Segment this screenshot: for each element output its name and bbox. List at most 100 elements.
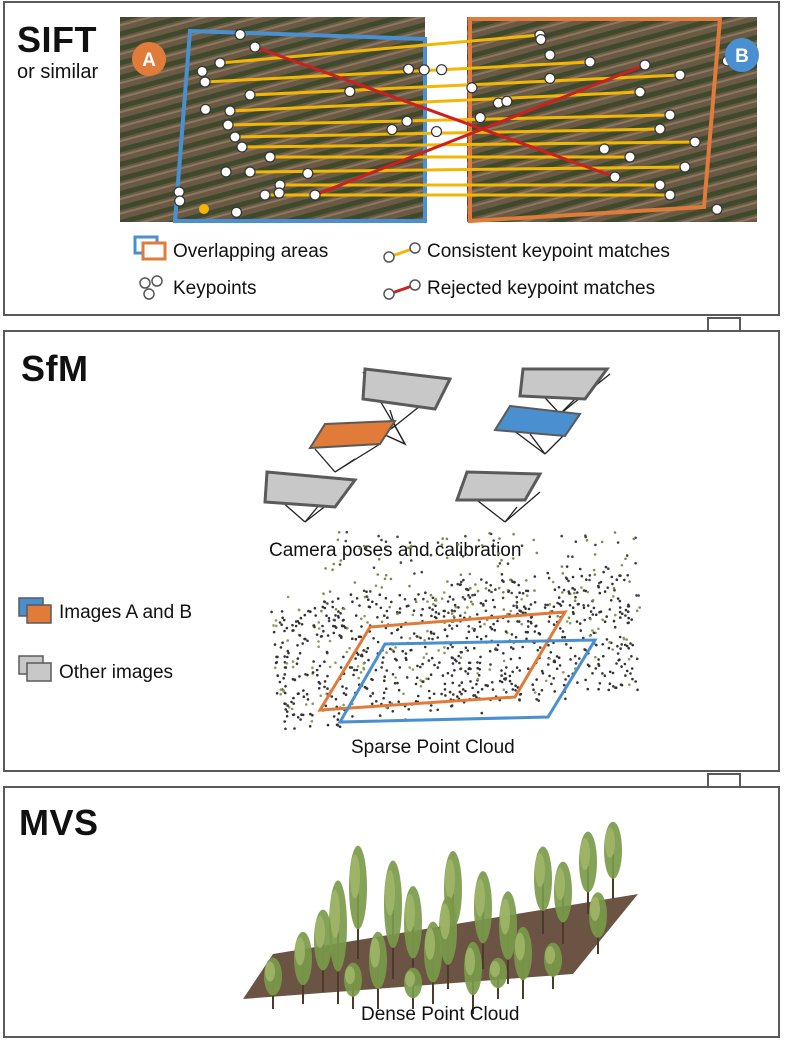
sparse-point	[538, 646, 542, 649]
sparse-point	[331, 568, 334, 571]
badge-a	[132, 42, 166, 76]
sparse-point	[466, 672, 470, 675]
sparse-point	[302, 695, 306, 698]
sparse-point	[336, 724, 340, 727]
sparse-point	[571, 586, 574, 590]
sparse-point	[619, 647, 622, 650]
sparse-point	[371, 692, 375, 695]
sparse-point	[525, 589, 528, 593]
sparse-point	[571, 555, 574, 558]
sparse-point	[595, 643, 598, 647]
sparse-point	[472, 694, 475, 697]
tree-crown-highlight	[545, 946, 555, 965]
sparse-point	[419, 684, 423, 688]
sparse-point	[475, 613, 479, 616]
sparse-point	[505, 691, 508, 694]
sparse-point	[613, 531, 617, 534]
sparse-point	[451, 598, 455, 601]
sparse-point	[434, 604, 437, 608]
sparse-point-cloud	[270, 530, 641, 731]
sparse-point	[388, 701, 392, 704]
sfm-panel: SfM	[3, 330, 780, 772]
sparse-point	[274, 624, 278, 628]
tree-crown-highlight	[315, 916, 325, 948]
sparse-point	[602, 570, 605, 574]
sparse-point	[448, 690, 452, 694]
sparse-point	[521, 611, 525, 614]
sparse-point	[461, 688, 465, 691]
keypoint-dot	[224, 105, 236, 117]
sparse-point	[364, 686, 368, 690]
sparse-point	[468, 596, 472, 599]
sparse-point	[492, 539, 495, 542]
sparse-point	[478, 620, 481, 624]
sparse-point	[431, 608, 434, 611]
sparse-point	[445, 537, 449, 541]
sparse-point	[588, 578, 591, 582]
sparse-point	[573, 599, 577, 602]
keypoint-dot	[711, 203, 723, 215]
sparse-point	[298, 634, 302, 637]
sparse-point	[338, 725, 342, 729]
sparse-point	[597, 627, 600, 631]
sparse-point	[586, 663, 590, 667]
sparse-point	[345, 687, 348, 690]
sparse-point	[525, 579, 528, 582]
sparse-point	[383, 614, 386, 617]
sparse-point	[572, 612, 575, 616]
sparse-point	[497, 552, 501, 555]
sparse-point	[489, 663, 492, 666]
sparse-point	[505, 666, 508, 669]
consistent-match-line	[234, 127, 661, 139]
sparse-point	[374, 668, 378, 672]
sift-panel: SIFT or similar A B Ov	[3, 1, 780, 316]
sparse-point	[460, 650, 463, 654]
sparse-point	[496, 643, 500, 647]
sparse-point	[478, 668, 481, 671]
sparse-point	[385, 651, 388, 654]
sparse-point	[561, 630, 565, 633]
badge-b-label: B	[735, 46, 749, 67]
sparse-point	[458, 551, 462, 554]
sparse-point	[627, 657, 631, 661]
sparse-point	[430, 656, 434, 660]
sparse-point	[526, 620, 530, 623]
consistent-match-icon	[383, 242, 421, 263]
sparse-point	[281, 641, 284, 644]
sparse-point	[408, 637, 412, 640]
sparse-point	[594, 655, 597, 659]
sparse-point	[616, 644, 619, 648]
sparse-point	[385, 669, 389, 672]
sparse-point	[618, 658, 621, 661]
sparse-point	[458, 684, 461, 687]
sparse-point	[427, 637, 431, 640]
sparse-point	[515, 666, 519, 669]
sparse-point	[446, 600, 450, 603]
sparse-point	[547, 620, 551, 623]
sparse-point	[364, 546, 368, 550]
camera-poses	[308, 367, 611, 473]
sparse-point	[332, 618, 336, 622]
sparse-point	[337, 531, 341, 534]
sparse-point	[390, 631, 393, 635]
sparse-point	[296, 644, 299, 647]
sparse-point	[290, 700, 293, 704]
sparse-point	[299, 616, 303, 620]
other-images-label: Other images	[59, 662, 174, 683]
sparse-point	[344, 626, 347, 629]
keypoint-dot	[679, 161, 691, 173]
sparse-point	[332, 562, 335, 566]
sparse-point	[537, 699, 540, 702]
sparse-point	[326, 687, 329, 690]
sparse-point	[428, 606, 431, 610]
sparse-point	[360, 625, 363, 628]
sparse-point	[344, 539, 348, 543]
sparse-point	[456, 543, 460, 546]
sparse-point	[296, 657, 300, 660]
keypoint-dot	[222, 119, 234, 131]
sparse-point	[494, 648, 497, 651]
sparse-point	[437, 649, 440, 652]
sparse-point	[286, 595, 290, 599]
sparse-point	[491, 688, 495, 691]
sparse-point	[413, 598, 417, 601]
